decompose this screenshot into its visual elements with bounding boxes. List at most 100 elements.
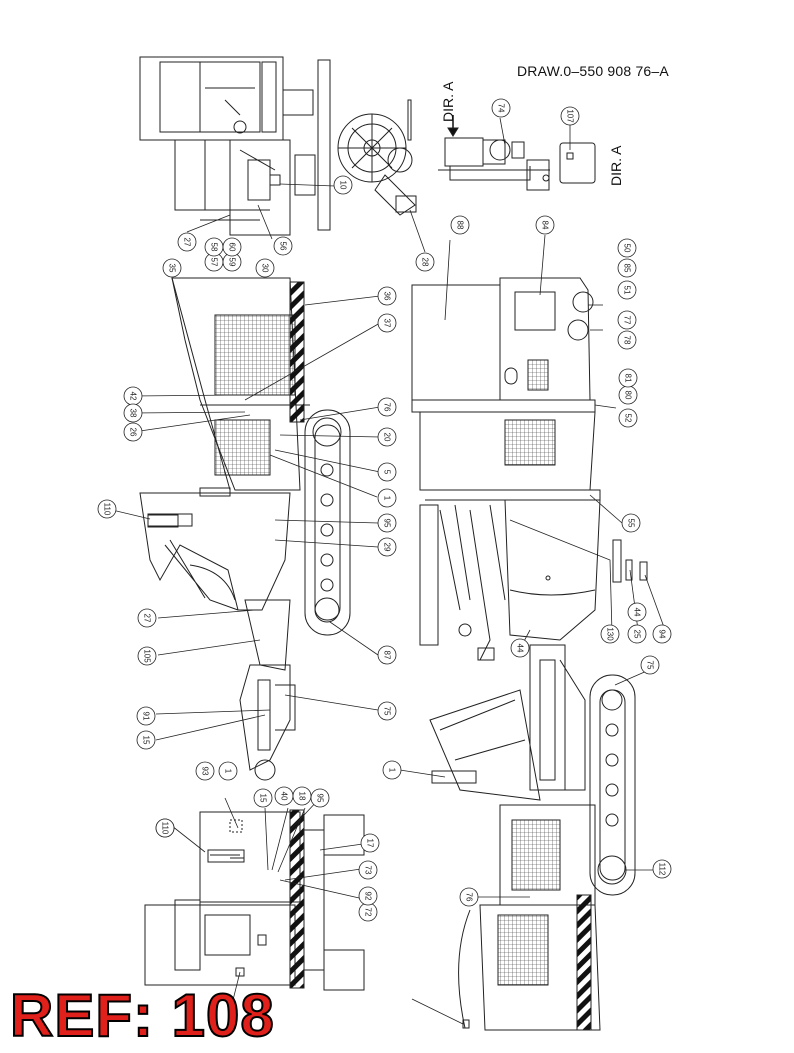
callout-circle (617, 310, 637, 330)
callout-number: 17 (366, 839, 375, 848)
callout-number: 18 (298, 792, 307, 801)
callout-circle (377, 537, 397, 557)
callout-number: 110 (103, 503, 112, 516)
side-elevation (139, 277, 351, 781)
callout-bubble: 44 (510, 638, 530, 658)
callout-number: 107 (566, 109, 575, 123)
callout-bubble: 56 (273, 236, 293, 256)
callout-circle (617, 258, 637, 278)
callout-circle (360, 833, 380, 853)
callout-circle (535, 215, 555, 235)
callout-bubble: 88 (450, 215, 470, 235)
callout-bubble: 25 (627, 624, 647, 644)
callout-circle (377, 313, 397, 333)
callout-bubble: 84 (535, 215, 555, 235)
callout-circle (137, 646, 157, 666)
callout-number: 57 (210, 258, 219, 267)
callout-bubble: 76 (377, 397, 397, 417)
callout-bubble: 110 (155, 818, 175, 838)
callout-circle (273, 236, 293, 256)
callout-bubble: 17 (360, 833, 380, 853)
callout-bubble: 5 (377, 462, 397, 482)
callout-bubble: 112 (652, 859, 672, 879)
callout-circle (377, 701, 397, 721)
callout-number: 72 (364, 908, 373, 917)
callout-circle (255, 258, 275, 278)
callout-circle (640, 655, 660, 675)
callout-number: 73 (364, 866, 373, 875)
callout-bubble: 80 (618, 385, 638, 405)
callout-number: 29 (383, 543, 392, 552)
callout-number: 37 (383, 319, 392, 328)
callout-circle (358, 860, 378, 880)
callout-number: 35 (168, 264, 177, 273)
callout-bubble: 72 (358, 902, 378, 922)
callout-circle (377, 513, 397, 533)
callout-number: 84 (541, 221, 550, 230)
callout-circle (123, 403, 143, 423)
callout-circle (617, 280, 637, 300)
callout-number: 55 (627, 519, 636, 528)
callout-bubble: 40 (274, 786, 294, 806)
callout-number: 1 (388, 768, 397, 773)
callout-number: 88 (456, 221, 465, 230)
callout-circle (310, 788, 330, 808)
callout-circle (377, 462, 397, 482)
brand-tag (147, 513, 477, 863)
top-view (411, 277, 648, 661)
callout-number: 27 (183, 238, 192, 247)
callout-number: 74 (497, 104, 506, 113)
callout-bubble: 27 (137, 608, 157, 628)
callout-number: 1 (383, 496, 392, 501)
callout-circle (333, 175, 353, 195)
callout-number: 130 (606, 627, 615, 641)
callout-circle (510, 638, 530, 658)
callout-circle (617, 238, 637, 258)
callout-circle (222, 237, 242, 257)
callout-bubble: 52 (618, 408, 638, 428)
callout-number: 77 (623, 316, 632, 325)
callout-bubble: 78 (617, 330, 637, 350)
callout-circle (253, 788, 273, 808)
callout-circle (627, 602, 647, 622)
leader-lines (107, 117, 666, 1025)
callout-circle (621, 513, 641, 533)
callout-bubble: 28 (415, 252, 435, 272)
callout-circle (600, 624, 620, 644)
callout-number: 76 (465, 893, 474, 902)
callout-number: 95 (383, 519, 392, 528)
callout-circle (450, 215, 470, 235)
callout-circle (560, 106, 580, 126)
callout-bubble: 26 (123, 422, 143, 442)
cab-view (139, 56, 331, 236)
callout-bubble: 58 (204, 237, 224, 257)
callout-number: 94 (658, 630, 667, 639)
callout-bubble: 77 (617, 310, 637, 330)
callout-bubble: 51 (617, 280, 637, 300)
callout-number: 80 (624, 391, 633, 400)
callout-bubble: 55 (621, 513, 641, 533)
callout-circle (136, 706, 156, 726)
callout-number: 27 (143, 614, 152, 623)
callout-bubble: 92 (358, 886, 378, 906)
callout-circle (377, 645, 397, 665)
callout-bubble: 35 (162, 258, 182, 278)
callout-circle (377, 286, 397, 306)
callout-circle (415, 252, 435, 272)
ref-label: REF: 108 (9, 982, 275, 1049)
callout-bubble: 27 (177, 232, 197, 252)
dir-a-label-top: DIR. A (440, 81, 456, 122)
callout-bubble: 1 (377, 488, 397, 508)
callout-number: 44 (516, 644, 525, 653)
callout-number: 20 (383, 433, 392, 442)
dir-a-view (438, 137, 596, 191)
callout-circle (377, 427, 397, 447)
callout-bubble: 42 (123, 386, 143, 406)
callout-circle (137, 608, 157, 628)
callout-number: 40 (280, 792, 289, 801)
callout-bubble: 15 (136, 730, 156, 750)
callout-number: 52 (624, 414, 633, 423)
callout-bubble: 81 (618, 368, 638, 388)
